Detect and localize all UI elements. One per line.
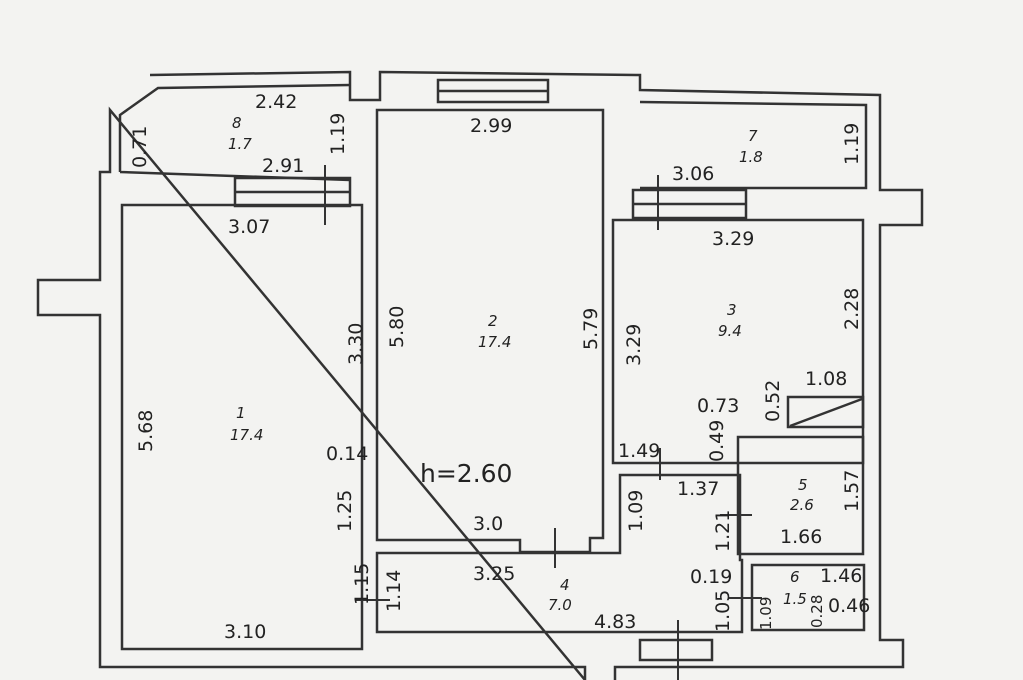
room-3-number: 3 — [727, 301, 737, 319]
room-6-number: 6 — [790, 568, 800, 586]
room-7-area: 1.8 — [739, 148, 763, 166]
balcony-7 — [639, 100, 868, 190]
dimension-label: 3.29 — [712, 228, 754, 250]
dimension-label: 1.14 — [383, 570, 405, 612]
dimension-label: 1.21 — [712, 510, 734, 552]
dimension-label: 1.66 — [780, 526, 822, 548]
dimension-label: 2.99 — [470, 115, 512, 137]
room-1-number: 1 — [236, 404, 246, 422]
outer-wall — [36, 70, 924, 680]
dimension-label: 5.68 — [135, 410, 157, 452]
dimension-label: 1.05 — [712, 590, 734, 632]
dimension-label: 3.10 — [224, 621, 266, 643]
dimension-label: 1.19 — [841, 123, 863, 165]
room-5-area: 2.6 — [790, 496, 814, 514]
dimension-label: 5.80 — [386, 306, 408, 348]
room-1-area: 17.4 — [230, 426, 263, 444]
room-6-area: 1.5 — [783, 590, 807, 608]
dimension-label: 1.15 — [351, 563, 373, 605]
dimension-label: 2.28 — [841, 288, 863, 330]
shaft-diagonal — [789, 397, 863, 428]
dimension-label: 1.49 — [618, 440, 660, 462]
ceiling-height: h=2.60 — [420, 459, 512, 488]
dimension-label: 5.79 — [580, 308, 602, 350]
dimension-label: 1.08 — [805, 368, 847, 390]
dimension-label: 3.06 — [672, 163, 714, 185]
shaft — [786, 395, 865, 429]
dimension-label: 3.0 — [473, 513, 503, 535]
dimension-label: 4.83 — [594, 611, 636, 633]
dimension-label: 2.42 — [255, 91, 297, 113]
dimension-label: 3.30 — [345, 323, 367, 365]
room-2-area: 17.4 — [478, 333, 511, 351]
dimension-label: 1.37 — [677, 478, 719, 500]
walls — [36, 70, 924, 680]
dimension-label: 0.49 — [706, 420, 728, 462]
dimension-label: 0.46 — [828, 595, 870, 617]
dimension-label: 0.71 — [129, 126, 151, 168]
room-4-number: 4 — [560, 576, 570, 594]
dimension-label: 1.57 — [841, 470, 863, 512]
balcony-8 — [118, 83, 351, 182]
dimension-label: 0.52 — [762, 380, 784, 422]
dimension-labels: 2.42 0.71 1.19 2.91 3.07 2.99 3.06 1.19 … — [129, 91, 870, 643]
dimension-label: 0.28 — [808, 595, 826, 628]
dimension-label: 0.14 — [326, 443, 368, 465]
room-labels: 1 17.4 2 17.4 3 9.4 4 7.0 5 2.6 6 1.5 7 … — [228, 114, 814, 614]
room-5-outline — [736, 435, 865, 556]
room-4-area: 7.0 — [548, 596, 572, 614]
room-8-number: 8 — [232, 114, 242, 132]
room-3-area: 9.4 — [718, 322, 742, 340]
dimension-label: 2.91 — [262, 155, 304, 177]
room-5-number: 5 — [798, 476, 808, 494]
room-4-outline — [375, 473, 744, 634]
dimension-label: 3.25 — [473, 563, 515, 585]
room-2-number: 2 — [488, 312, 498, 330]
dimension-label: 1.46 — [820, 565, 862, 587]
dimension-label: 1.09 — [625, 490, 647, 532]
room-7-number: 7 — [748, 127, 758, 145]
dimension-label: 1.19 — [327, 113, 349, 155]
dimension-label: 3.29 — [623, 324, 645, 366]
room-8-area: 1.7 — [228, 135, 252, 153]
dimension-label: 3.07 — [228, 216, 270, 238]
dimension-label: 0.19 — [690, 566, 732, 588]
dimension-label: 0.73 — [697, 395, 739, 417]
entrance-door — [638, 638, 714, 662]
dimension-label: 1.09 — [757, 597, 775, 630]
dimension-ticks — [324, 165, 762, 680]
dimension-label: 1.25 — [334, 490, 356, 532]
